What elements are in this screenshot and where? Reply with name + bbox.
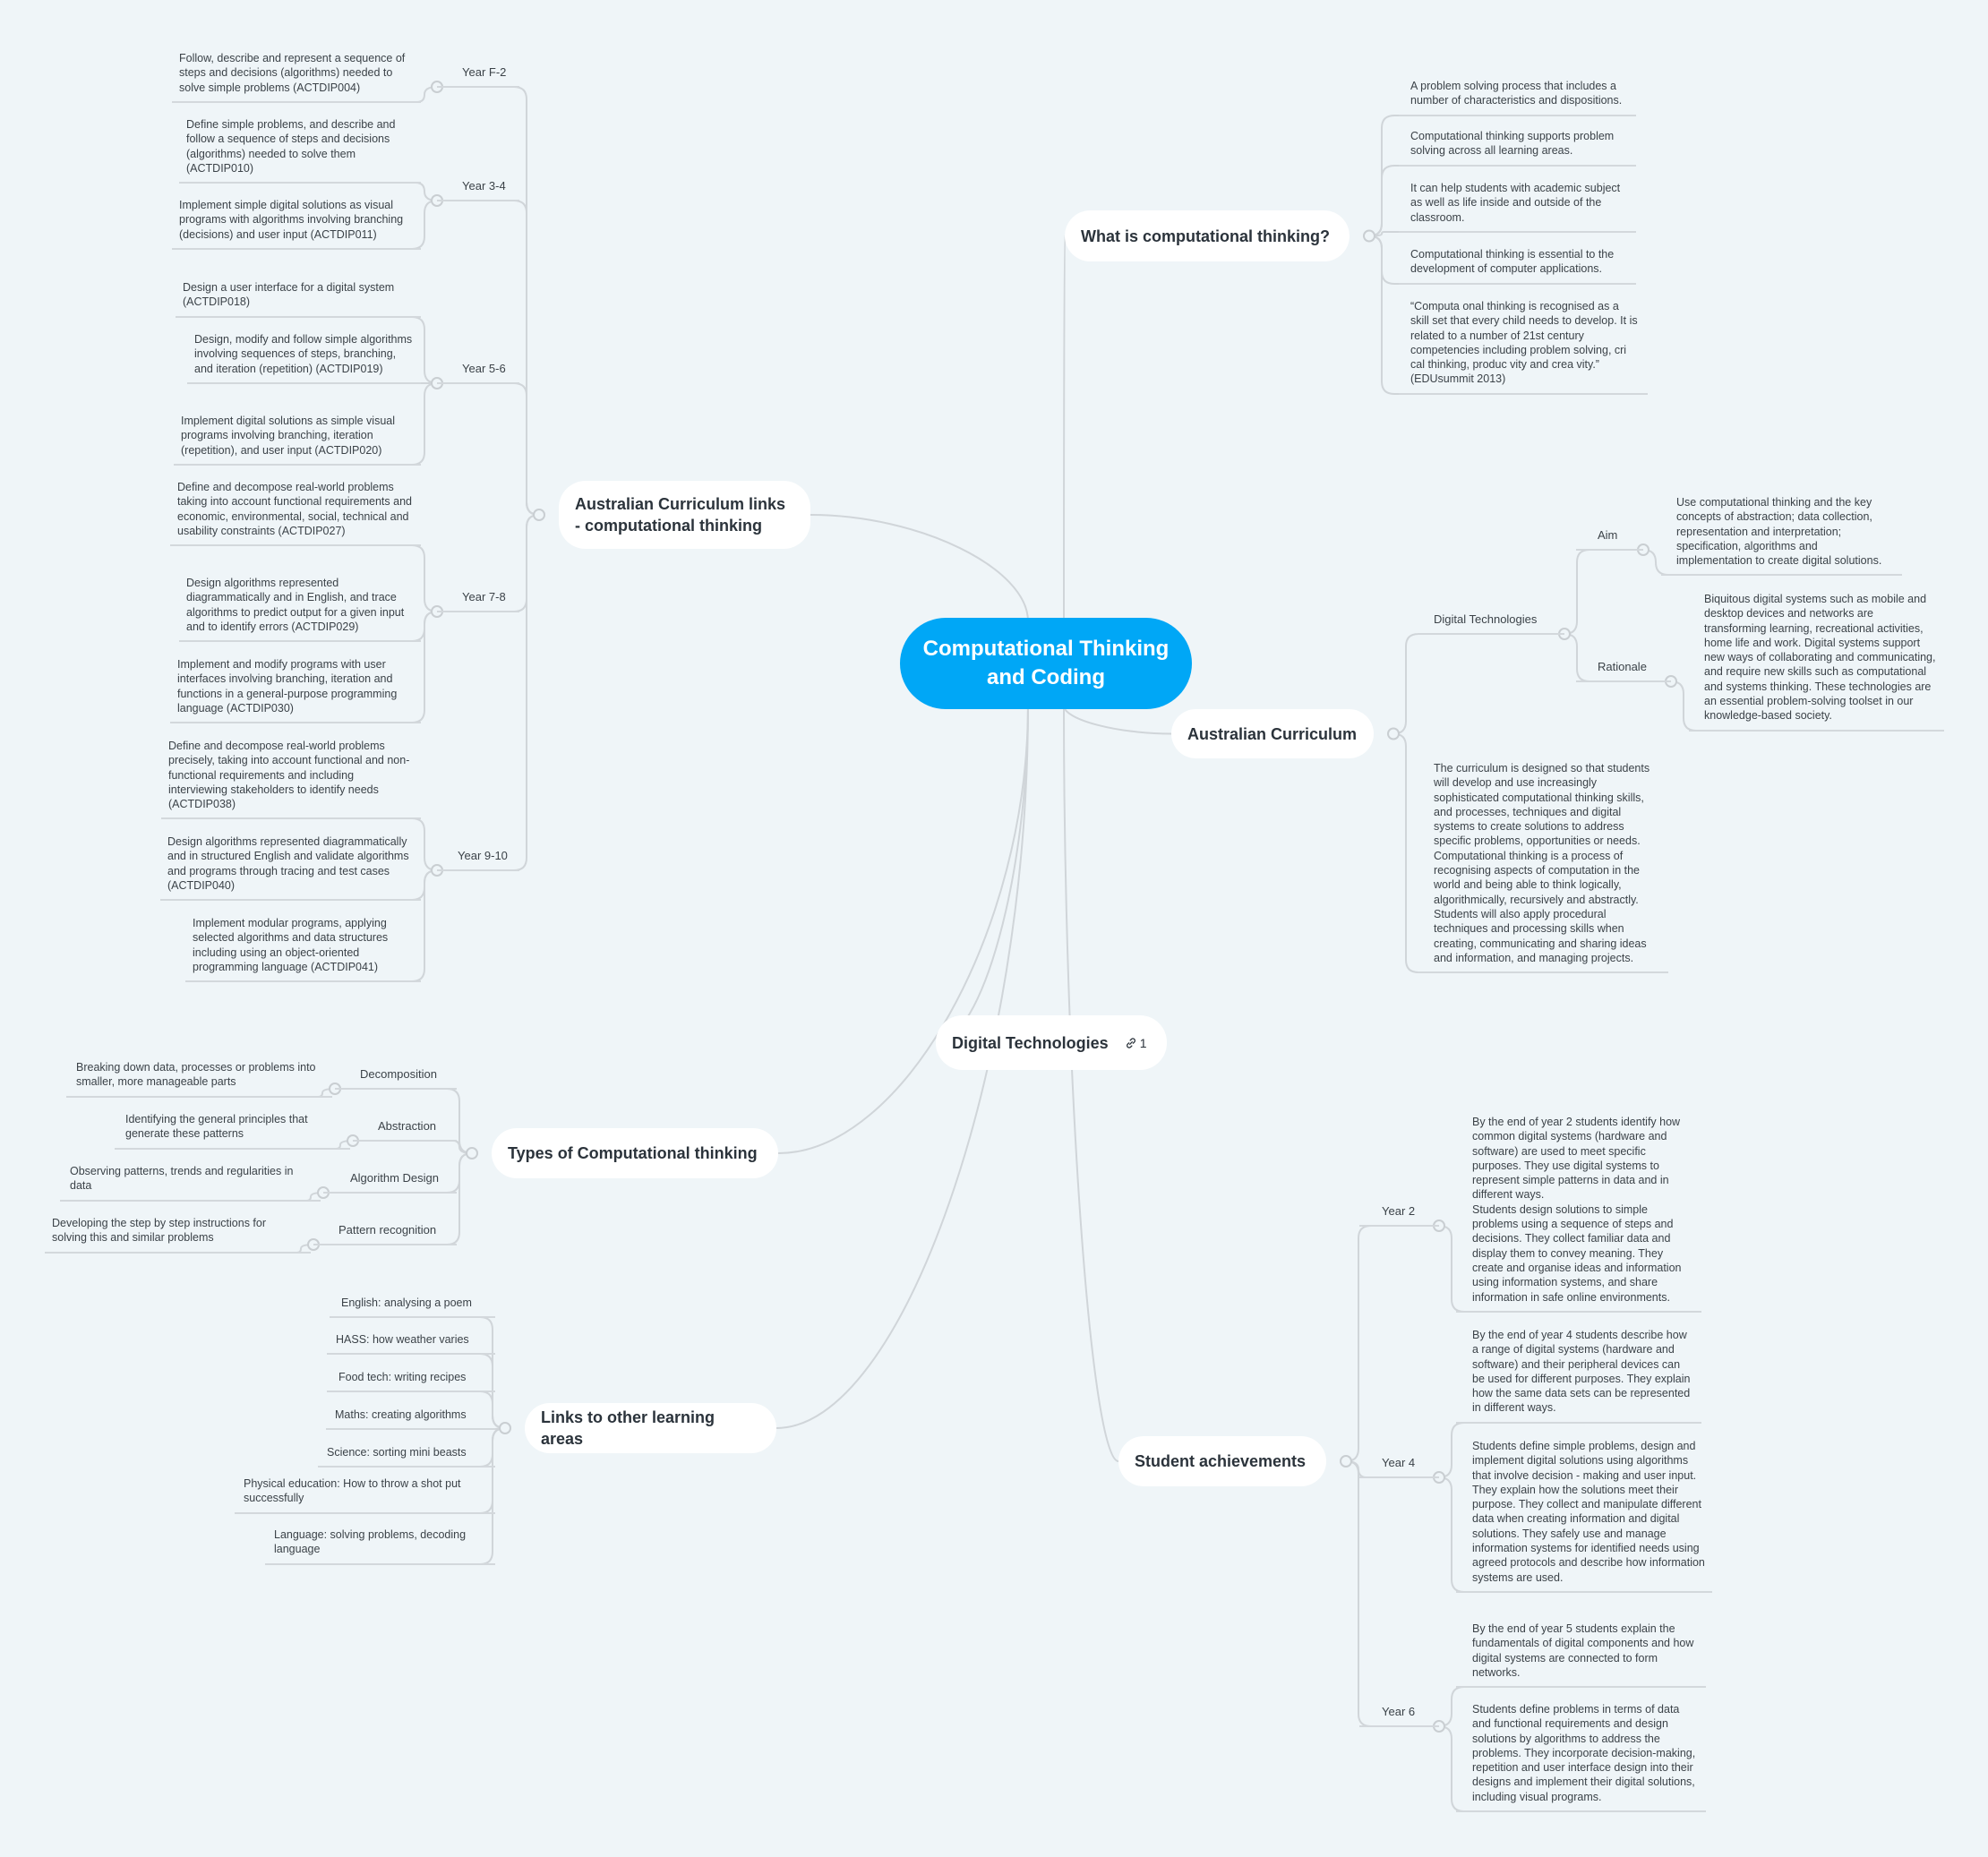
subtopic-aim[interactable]: Aim [1576,528,1643,552]
year-label[interactable]: Year 4 [1359,1456,1439,1479]
link-badge[interactable]: 1 [1125,1032,1147,1054]
achievement-text[interactable]: By the end of year 2 students identify h… [1456,1115,1701,1313]
connector-line [452,1140,473,1154]
connector-line [1368,235,1399,395]
connector-line [1368,165,1399,237]
connector-line [513,86,540,516]
type-label[interactable]: Pattern recognition [313,1223,457,1246]
curriculum-item[interactable]: Implement and modify programs with user … [170,657,421,724]
curriculum-item[interactable]: Design a user interface for a digital sy… [176,280,421,318]
connector-line [935,705,1029,1044]
achievement-text[interactable]: By the end of year 5 students explain th… [1456,1622,1706,1689]
year-label[interactable]: Year 2 [1359,1204,1439,1228]
connector-line [1564,549,1590,635]
topic-digital-technologies[interactable]: Digital Technologies 1 [936,1015,1167,1070]
connector-line [1345,1460,1372,1727]
type-label[interactable]: Decomposition [335,1067,457,1091]
connector-line [513,200,540,516]
connector-line [1063,705,1119,1462]
achievement-text[interactable]: By the end of year 4 students describe h… [1456,1328,1701,1424]
rationale-text[interactable]: Biquitous digital systems such as mobile… [1689,592,1944,732]
year-label[interactable]: Year 6 [1359,1705,1439,1728]
connector-line [513,514,540,871]
collapse-toggle[interactable] [1363,229,1375,243]
connector-line [1063,235,1066,622]
curriculum-paragraph[interactable]: The curriculum is designed so that stude… [1418,761,1668,974]
list-item[interactable]: Computational thinking is essential to t… [1399,247,1636,285]
learning-area-item[interactable]: Food tech: writing recipes [327,1370,495,1393]
year-label[interactable]: Year 5-6 [437,362,519,385]
achievement-text[interactable]: Students define problems in terms of dat… [1456,1702,1706,1813]
topic-label: Digital Technologies [952,1033,1109,1052]
collapse-toggle[interactable] [1340,1455,1352,1468]
topic-links-to-other-learning-areas[interactable]: Links to other learning areas [525,1403,776,1453]
curriculum-item[interactable]: Define and decompose real-world problems… [170,480,421,547]
type-label[interactable]: Abstraction [353,1119,457,1142]
type-description[interactable]: Observing patterns, trends and regularit… [60,1164,321,1202]
curriculum-item[interactable]: Implement modular programs, applying sel… [185,916,421,983]
learning-area-item[interactable]: HASS: how weather varies [327,1332,495,1356]
type-description[interactable]: Breaking down data, processes or problem… [66,1060,332,1098]
connector-line [1368,235,1399,285]
collapse-toggle[interactable] [499,1422,511,1434]
topic-curriculum-links[interactable]: Australian Curriculum links - computatio… [559,481,810,549]
list-item[interactable]: “Computa onal thinking is recognised as … [1399,299,1648,395]
curriculum-item[interactable]: Implement simple digital solutions as vi… [172,198,421,250]
learning-area-item[interactable]: Maths: creating algorithms [326,1408,495,1431]
connector-line [810,514,1029,622]
topic-student-achievements[interactable]: Student achievements [1118,1436,1326,1486]
connector-line [1392,732,1419,973]
year-label[interactable]: Year 9-10 [437,849,519,872]
topic-types-of-computational-thinking[interactable]: Types of Computational thinking [492,1128,778,1178]
curriculum-item[interactable]: Follow, describe and represent a sequenc… [172,51,421,103]
list-item[interactable]: It can help students with academic subje… [1399,181,1636,233]
year-label[interactable]: Year 7-8 [437,590,519,613]
connector-line [1345,1225,1372,1462]
topic-australian-curriculum[interactable]: Australian Curriculum [1171,709,1374,758]
curriculum-item[interactable]: Implement digital solutions as simple vi… [174,414,421,466]
collapse-toggle[interactable] [466,1147,478,1160]
type-label[interactable]: Algorithm Design [323,1171,457,1194]
curriculum-item[interactable]: Design algorithms represented diagrammat… [160,834,421,902]
year-label[interactable]: Year F-2 [437,65,519,89]
type-description[interactable]: Identifying the general principles that … [115,1112,350,1150]
connector-line [513,382,540,516]
connector-line [777,705,1029,1154]
learning-area-item[interactable]: Language: solving problems, decoding lan… [265,1528,495,1565]
connector-line [494,1427,506,1430]
link-icon [1126,1037,1135,1048]
connector-line [1063,705,1172,735]
link-count: 1 [1139,1035,1147,1050]
achievement-text[interactable]: Students define simple problems, design … [1456,1439,1712,1593]
central-topic[interactable]: Computational Thinking and Coding [900,618,1192,709]
list-item[interactable]: A problem solving process that includes … [1399,79,1636,116]
subtopic-rationale[interactable]: Rationale [1576,660,1671,683]
curriculum-item[interactable]: Define simple problems, and describe and… [179,117,421,184]
type-description[interactable]: Developing the step by step instructions… [45,1216,311,1254]
collapse-toggle[interactable] [1387,727,1400,740]
connector-line [1368,231,1399,237]
topic-what-is-computational-thinking[interactable]: What is computational thinking? [1065,210,1350,261]
learning-area-item[interactable]: English: analysing a poem [330,1296,495,1319]
learning-area-item[interactable]: Physical education: How to throw a shot … [235,1476,495,1514]
connector-line [1392,633,1419,735]
aim-text[interactable]: Use computational thinking and the key c… [1661,495,1902,577]
curriculum-item[interactable]: Design, modify and follow simple algorit… [187,332,421,384]
learning-area-item[interactable]: Science: sorting mini beasts [318,1445,495,1468]
curriculum-item[interactable]: Design algorithms represented diagrammat… [179,576,421,643]
list-item[interactable]: Computational thinking supports problem … [1399,129,1636,167]
year-label[interactable]: Year 3-4 [437,179,519,202]
connector-line [1368,115,1399,237]
subtopic-digital-technologies[interactable]: Digital Technologies [1418,612,1564,636]
curriculum-item[interactable]: Define and decompose real-world problems… [161,739,421,820]
collapse-toggle[interactable] [533,509,545,521]
